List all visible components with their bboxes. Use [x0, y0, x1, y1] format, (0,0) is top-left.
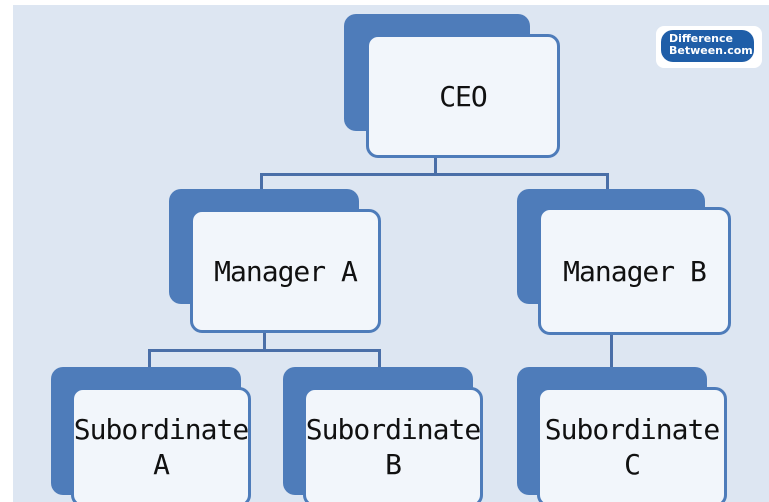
node-manager-a: Manager A	[169, 189, 381, 333]
node-manager-a-label: Manager A	[214, 254, 358, 288]
connector-ceo-stem	[434, 150, 437, 175]
node-ceo: CEO	[344, 14, 560, 158]
differencebetween-logo: Difference Between.com	[656, 26, 762, 68]
node-subordinate-a-label: Subordinate A	[73, 413, 249, 481]
connector-manager-a-horizontal	[148, 349, 381, 352]
node-manager-b: Manager B	[517, 189, 731, 335]
connector-manager-a-stem	[263, 330, 266, 352]
connector-to-manager-a	[260, 173, 263, 193]
connector-ceo-horizontal	[260, 173, 609, 176]
connector-to-manager-b	[606, 173, 609, 193]
node-ceo-label: CEO	[439, 79, 488, 113]
node-subordinate-b-label: Subordinate B	[305, 413, 481, 481]
connector-to-subordinate-a	[148, 349, 151, 371]
org-chart-canvas: CEO Manager A Manager B Subordinate A Su…	[13, 5, 769, 502]
connector-manager-b-to-subordinate-c	[610, 335, 613, 371]
node-subordinate-b: Subordinate B	[283, 367, 483, 502]
node-subordinate-c-label: Subordinate C	[544, 413, 720, 481]
node-subordinate-c: Subordinate C	[517, 367, 727, 502]
connector-to-subordinate-b	[378, 349, 381, 371]
logo-line-1: Difference	[669, 32, 733, 45]
logo-line-2: Between.com	[669, 44, 753, 57]
node-manager-b-label: Manager B	[563, 254, 707, 288]
node-subordinate-a: Subordinate A	[51, 367, 251, 502]
